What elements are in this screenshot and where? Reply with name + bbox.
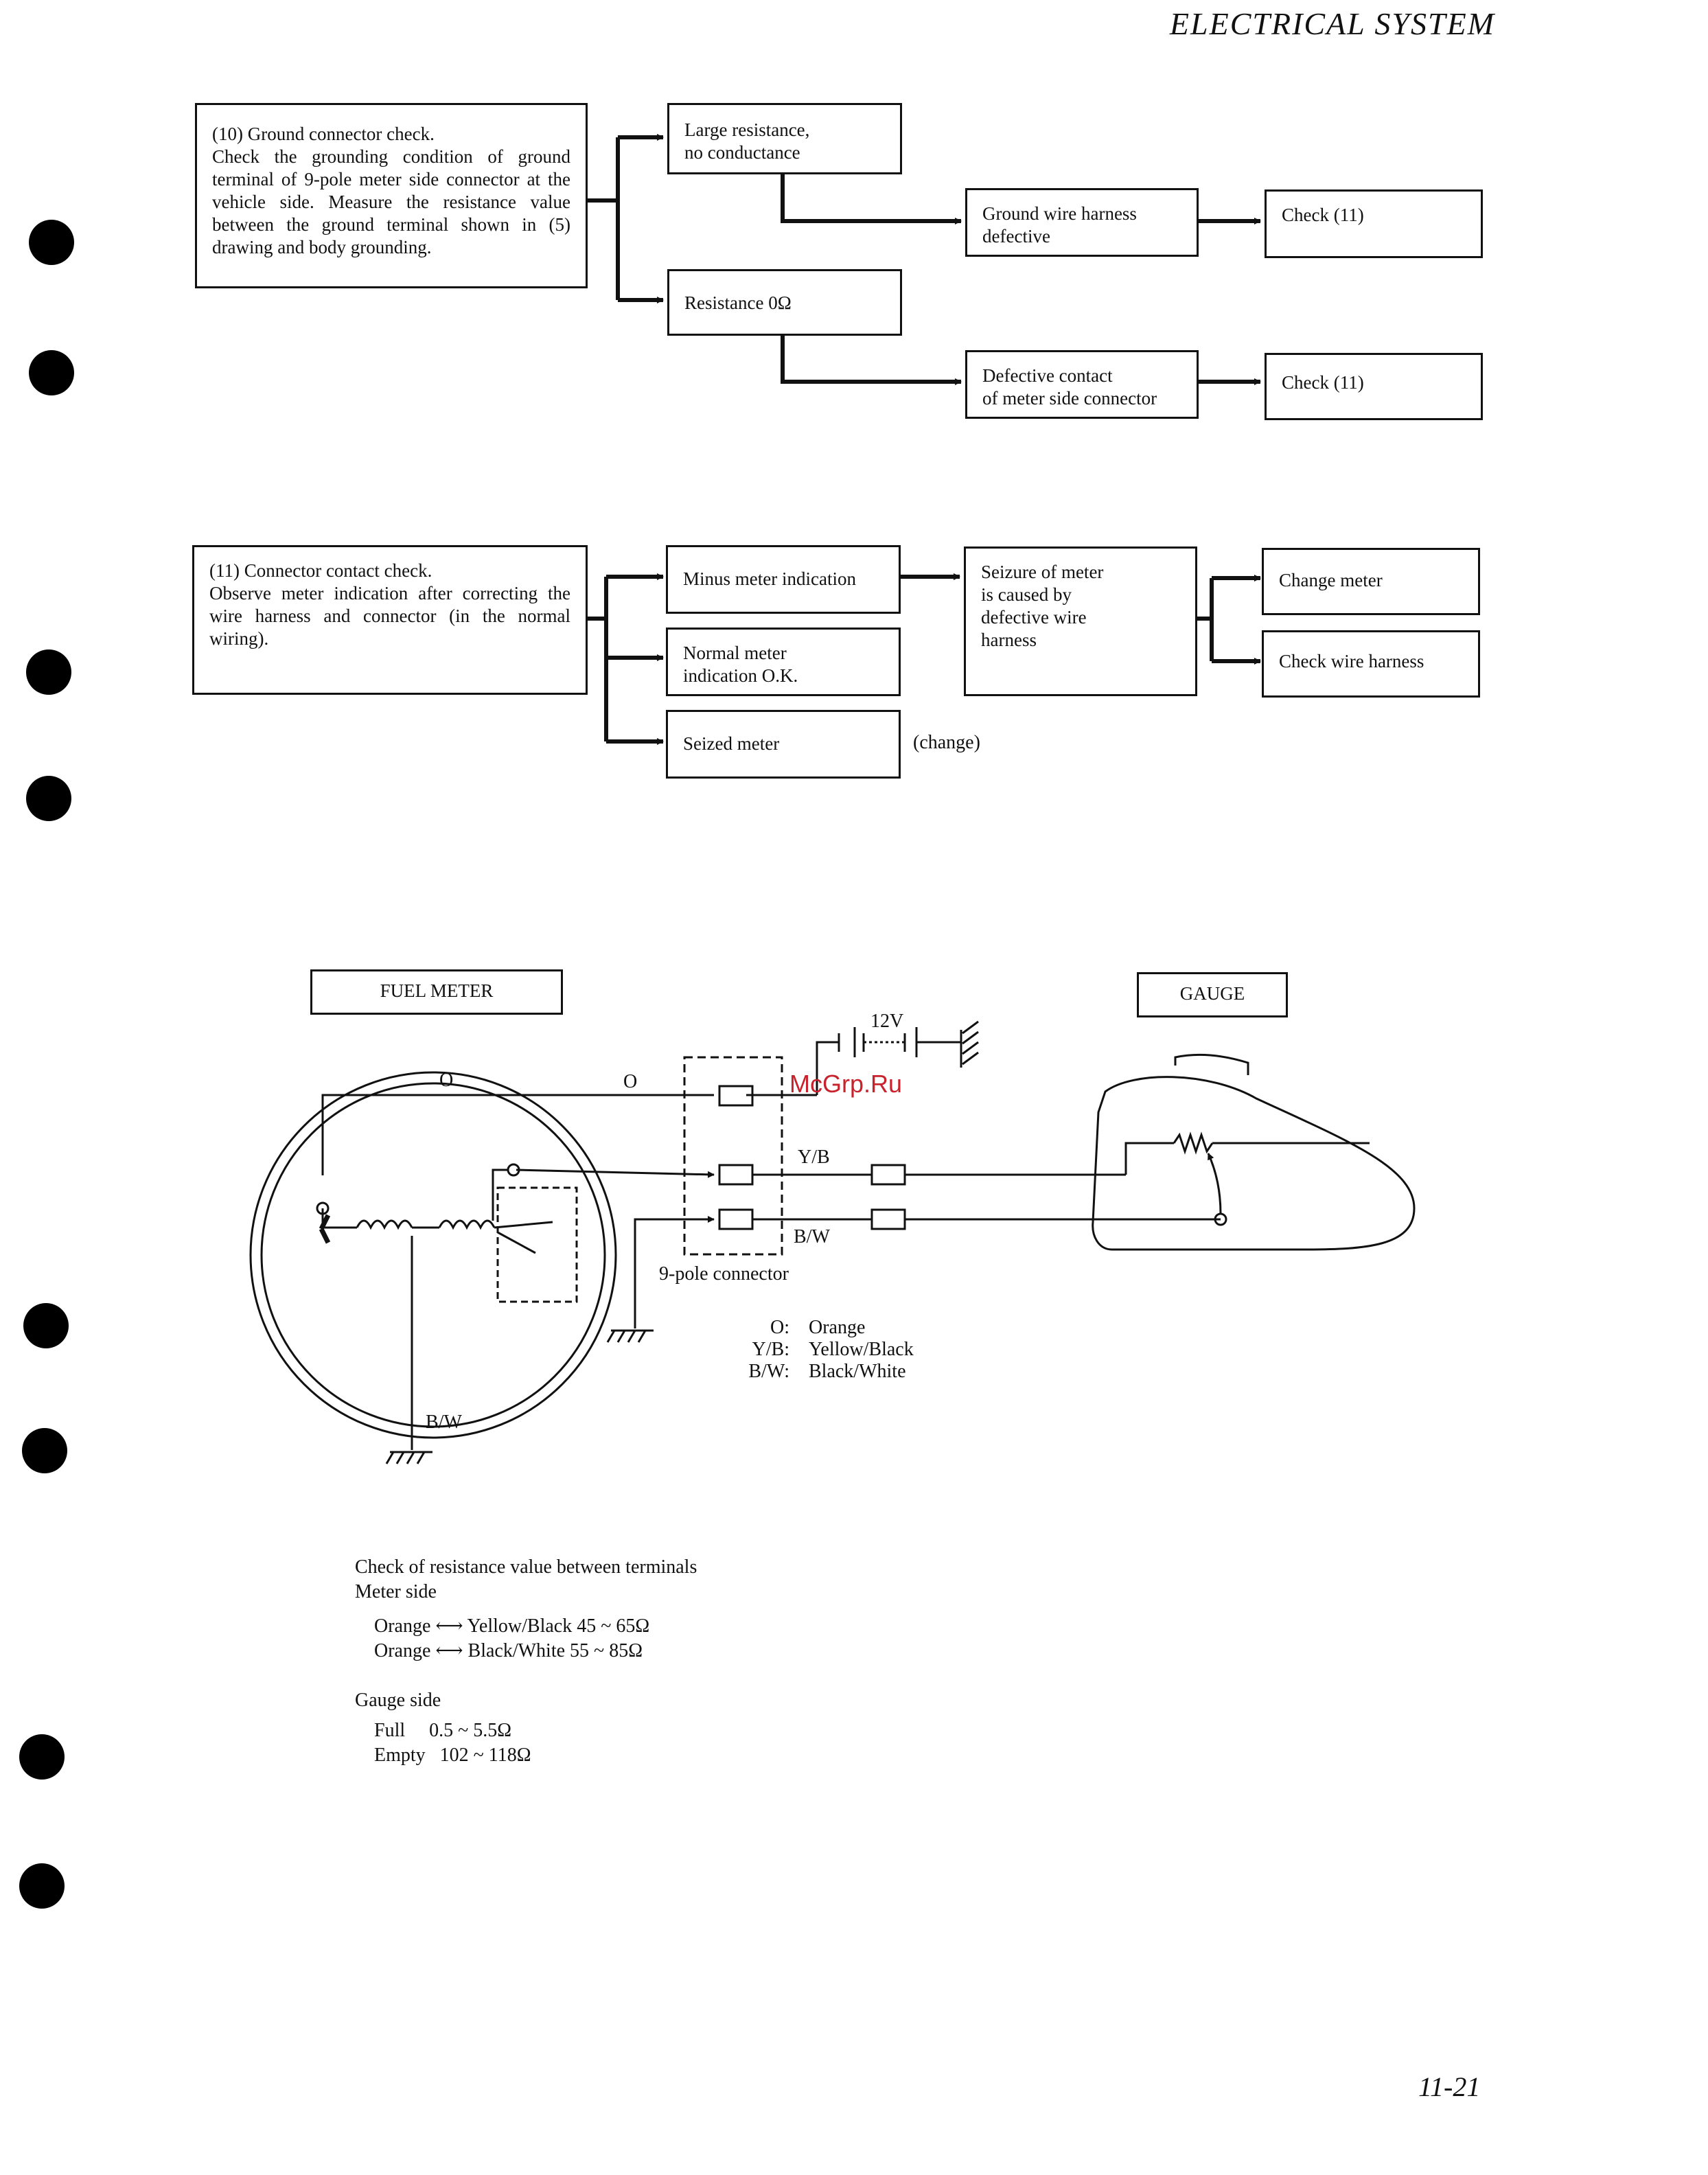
defective-contact-box: Defective contact of meter side connecto… <box>965 350 1199 419</box>
legend-color: Yellow/Black <box>809 1339 914 1360</box>
change-meter-box: Change meter <box>1262 548 1480 615</box>
box-line: defective <box>982 226 1050 246</box>
check-11-box: Check (11) <box>1265 189 1483 258</box>
step-title: (11) Connector contact check. <box>209 560 432 581</box>
connector-contact-check-box: (11) Connector contact check. Observe me… <box>192 545 588 695</box>
black-white-wire-label: B/W <box>426 1412 462 1433</box>
black-white-wire-label: B/W <box>794 1226 830 1247</box>
page-number: 11-21 <box>1418 2071 1481 2102</box>
voltage-label: 12V <box>870 1011 904 1032</box>
legend-code: B/W: <box>748 1361 789 1382</box>
seizure-cause-box: Seizure of meter is caused by defective … <box>964 546 1197 696</box>
binder-hole <box>19 1863 65 1909</box>
legend-color: Orange <box>809 1317 866 1338</box>
box-line: Seized meter <box>683 733 780 754</box>
legend-row: Y/B: Yellow/Black <box>728 1339 914 1361</box>
box-line: Normal meter <box>683 643 787 663</box>
box-line: Minus meter indication <box>683 568 856 589</box>
watermark: McGrp.Ru <box>789 1070 903 1098</box>
orange-wire-label: O <box>439 1070 454 1091</box>
box-line: Ground wire harness <box>982 203 1137 224</box>
step-title: (10) Ground connector check. <box>212 124 435 144</box>
box-line: harness <box>981 630 1037 650</box>
box-line: Check wire harness <box>1279 651 1424 671</box>
box-line: is caused by <box>981 584 1072 605</box>
ground-connector-check-box: (10) Ground connector check. Check the g… <box>195 103 588 288</box>
box-line: Seizure of meter <box>981 562 1104 582</box>
binder-hole <box>19 1734 65 1780</box>
box-line: Check (11) <box>1282 205 1364 225</box>
legend-row: O: Orange <box>728 1317 914 1339</box>
spec-title: Check of resistance value between termin… <box>355 1556 697 1578</box>
legend-row: B/W: Black/White <box>728 1361 914 1383</box>
spec-row: Orange ⟷ Yellow/Black 45 ~ 65Ω <box>374 1615 650 1637</box>
resistance-zero-box: Resistance 0Ω <box>667 269 902 336</box>
gauge-label: GAUGE <box>1137 972 1288 1017</box>
box-line: Check (11) <box>1282 372 1364 393</box>
box-line: Change meter <box>1279 570 1383 590</box>
check-wire-harness-box: Check wire harness <box>1262 630 1480 698</box>
resistance-spec: Check of resistance value between termin… <box>355 1555 697 1768</box>
binder-hole <box>22 1428 67 1473</box>
connector-label: 9-pole connector <box>659 1263 789 1285</box>
page-header: ELECTRICAL SYSTEM <box>1169 6 1495 41</box>
minus-indication-box: Minus meter indication <box>666 545 901 614</box>
spec-row: Orange ⟷ Black/White 55 ~ 85Ω <box>374 1640 643 1661</box>
binder-hole <box>26 649 71 695</box>
box-line: of meter side connector <box>982 388 1157 408</box>
yellow-black-wire-label: Y/B <box>798 1147 830 1168</box>
box-line: no conductance <box>684 142 800 163</box>
spec-subheading: Meter side <box>355 1581 437 1602</box>
ground-wire-harness-box: Ground wire harness defective <box>965 188 1199 257</box>
color-legend: O: Orange Y/B: Yellow/Black B/W: Black/Whit… <box>728 1317 914 1383</box>
large-resistance-box: Large resistance, no conductance <box>667 103 902 174</box>
legend-code: Y/B: <box>752 1339 789 1360</box>
box-line: Defective contact <box>982 365 1113 386</box>
box-line: indication O.K. <box>683 665 798 686</box>
spec-row: Empty 102 ~ 118Ω <box>374 1745 531 1766</box>
change-note: (change) <box>913 732 980 753</box>
fuel-meter-label: FUEL METER <box>310 969 563 1015</box>
step-description: Observe meter indication after correctin… <box>209 583 570 649</box>
binder-hole <box>29 350 74 395</box>
box-line: Resistance 0Ω <box>684 292 792 313</box>
legend-color: Black/White <box>809 1361 906 1382</box>
binder-hole <box>26 776 71 821</box>
orange-wire-label: O <box>623 1071 638 1092</box>
normal-indication-box: Normal meter indication O.K. <box>666 628 901 696</box>
box-line: GAUGE <box>1179 983 1245 1004</box>
binder-hole <box>23 1303 69 1348</box>
box-line: Large resistance, <box>684 119 810 140</box>
spec-subheading: Gauge side <box>355 1690 441 1711</box>
spec-row: Full 0.5 ~ 5.5Ω <box>374 1720 512 1741</box>
check-11-box: Check (11) <box>1265 353 1483 420</box>
seized-meter-box: Seized meter <box>666 710 901 779</box>
legend-code: O: <box>770 1317 789 1338</box>
box-line: defective wire <box>981 607 1087 628</box>
box-line: FUEL METER <box>380 980 494 1001</box>
binder-hole <box>29 220 74 265</box>
step-description: Check the grounding condition of ground … <box>212 146 570 257</box>
